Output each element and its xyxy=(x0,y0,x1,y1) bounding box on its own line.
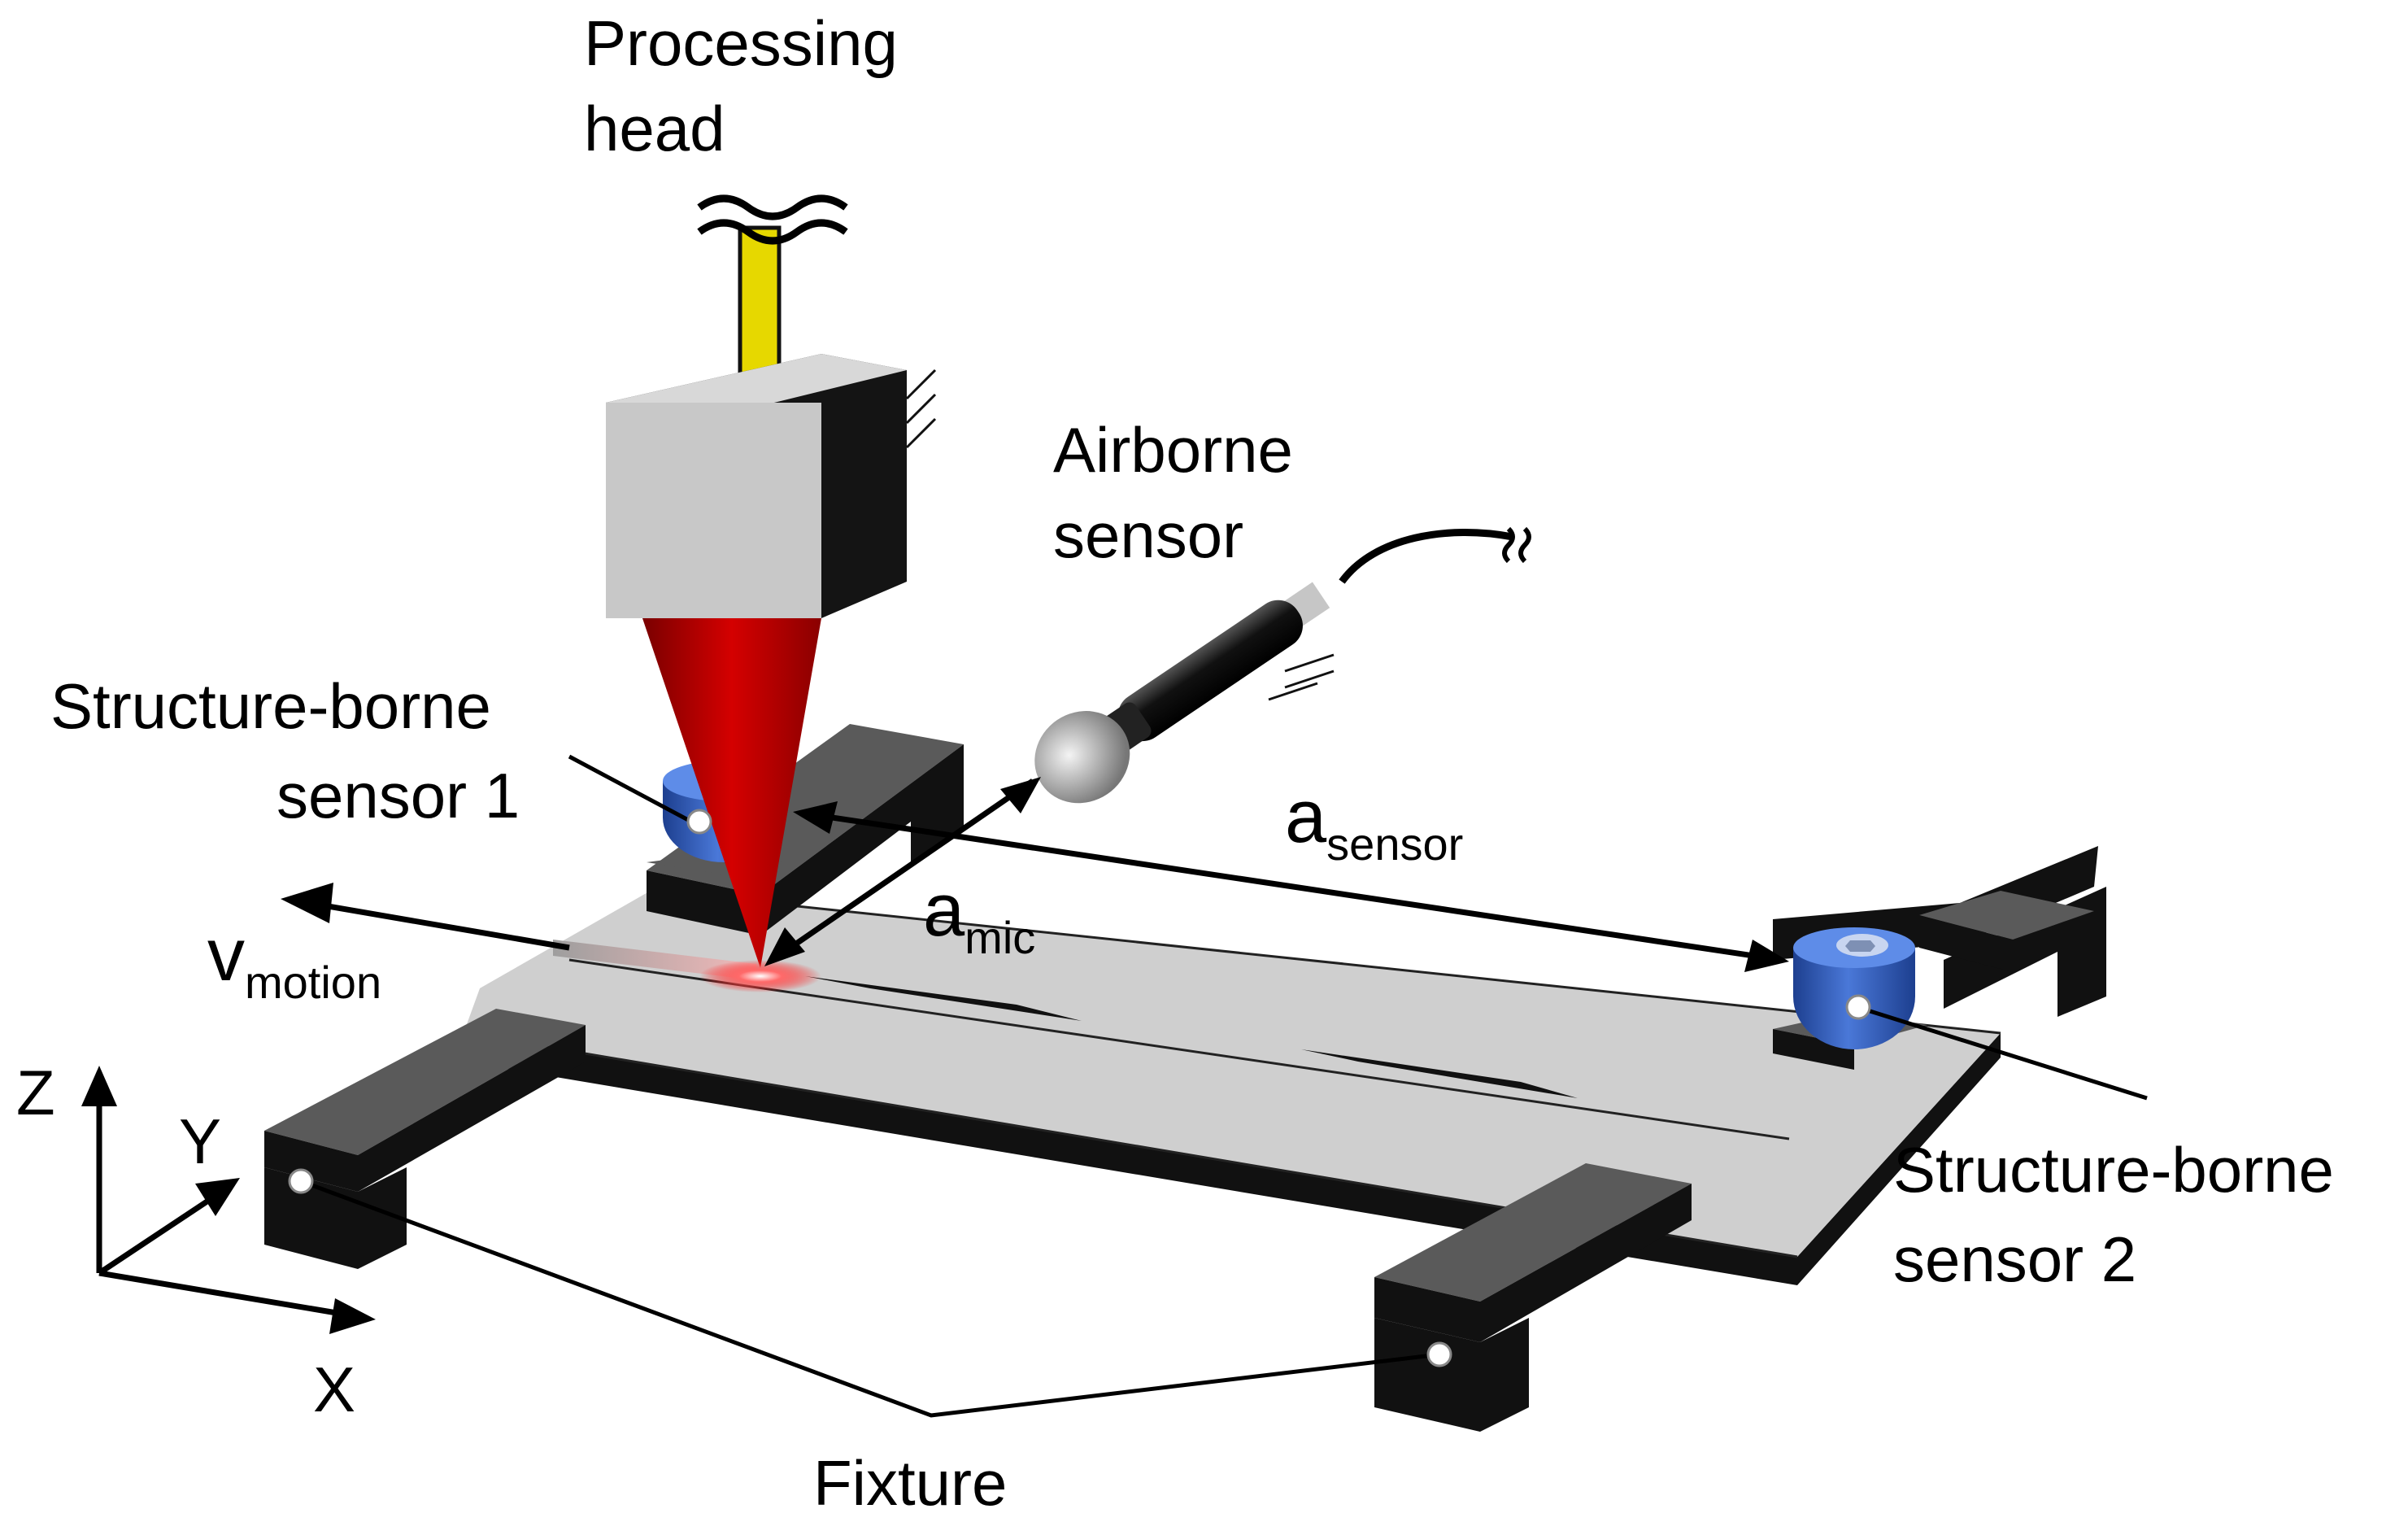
label-structure-borne-2-line1: Structure-borne xyxy=(1893,1134,2334,1206)
fixture-front-right xyxy=(1374,1163,1692,1432)
label-airborne-sensor-line1: Airborne xyxy=(1053,414,1293,486)
y-axis-arrowhead xyxy=(195,1178,240,1216)
label-fixture: Fixture xyxy=(813,1447,1007,1519)
v-motion-arrow xyxy=(308,900,570,951)
label-a-sensor: asensor xyxy=(1285,775,1463,870)
a-mic-arrow xyxy=(771,778,1034,962)
fixture-front-left xyxy=(264,1009,586,1269)
label-axis-y: Y xyxy=(179,1106,221,1177)
label-structure-borne-2-line2: sensor 2 xyxy=(1893,1223,2136,1295)
laser-beam xyxy=(642,618,821,968)
label-structure-borne-1-line1: Structure-borne xyxy=(50,670,491,742)
mic-tip xyxy=(1034,711,1130,804)
slot-2 xyxy=(1301,1049,1578,1098)
coordinate-axes xyxy=(81,1066,376,1334)
label-a-mic: amic xyxy=(923,869,1035,963)
text-labels: Processing head Airborne sensor Structur… xyxy=(16,7,2334,1519)
airborne-sensor-microphone xyxy=(1034,526,1531,804)
processing-head xyxy=(606,194,937,992)
fiber-cable xyxy=(738,225,782,385)
x-axis-arrowhead xyxy=(329,1298,376,1334)
label-axis-x: X xyxy=(313,1354,355,1425)
label-airborne-sensor-line2: sensor xyxy=(1053,499,1243,571)
laser-spot xyxy=(699,960,821,992)
cable-break-symbol xyxy=(697,194,848,220)
label-processing-head-line1: Processing xyxy=(584,7,898,79)
z-axis-arrowhead xyxy=(81,1066,117,1106)
label-v-motion: vmotion xyxy=(207,914,381,1008)
label-structure-borne-1-line2: sensor 1 xyxy=(277,760,520,831)
slot-1 xyxy=(805,976,1082,1021)
label-processing-head-line2: head xyxy=(584,93,725,164)
workpiece-plate xyxy=(463,889,2001,1285)
label-axis-z: Z xyxy=(16,1057,55,1128)
mic-cable xyxy=(1339,529,1513,584)
a-sensor-arrow xyxy=(804,810,1782,963)
dimension-arrows xyxy=(281,777,1789,972)
leader-lines xyxy=(288,754,2148,1418)
